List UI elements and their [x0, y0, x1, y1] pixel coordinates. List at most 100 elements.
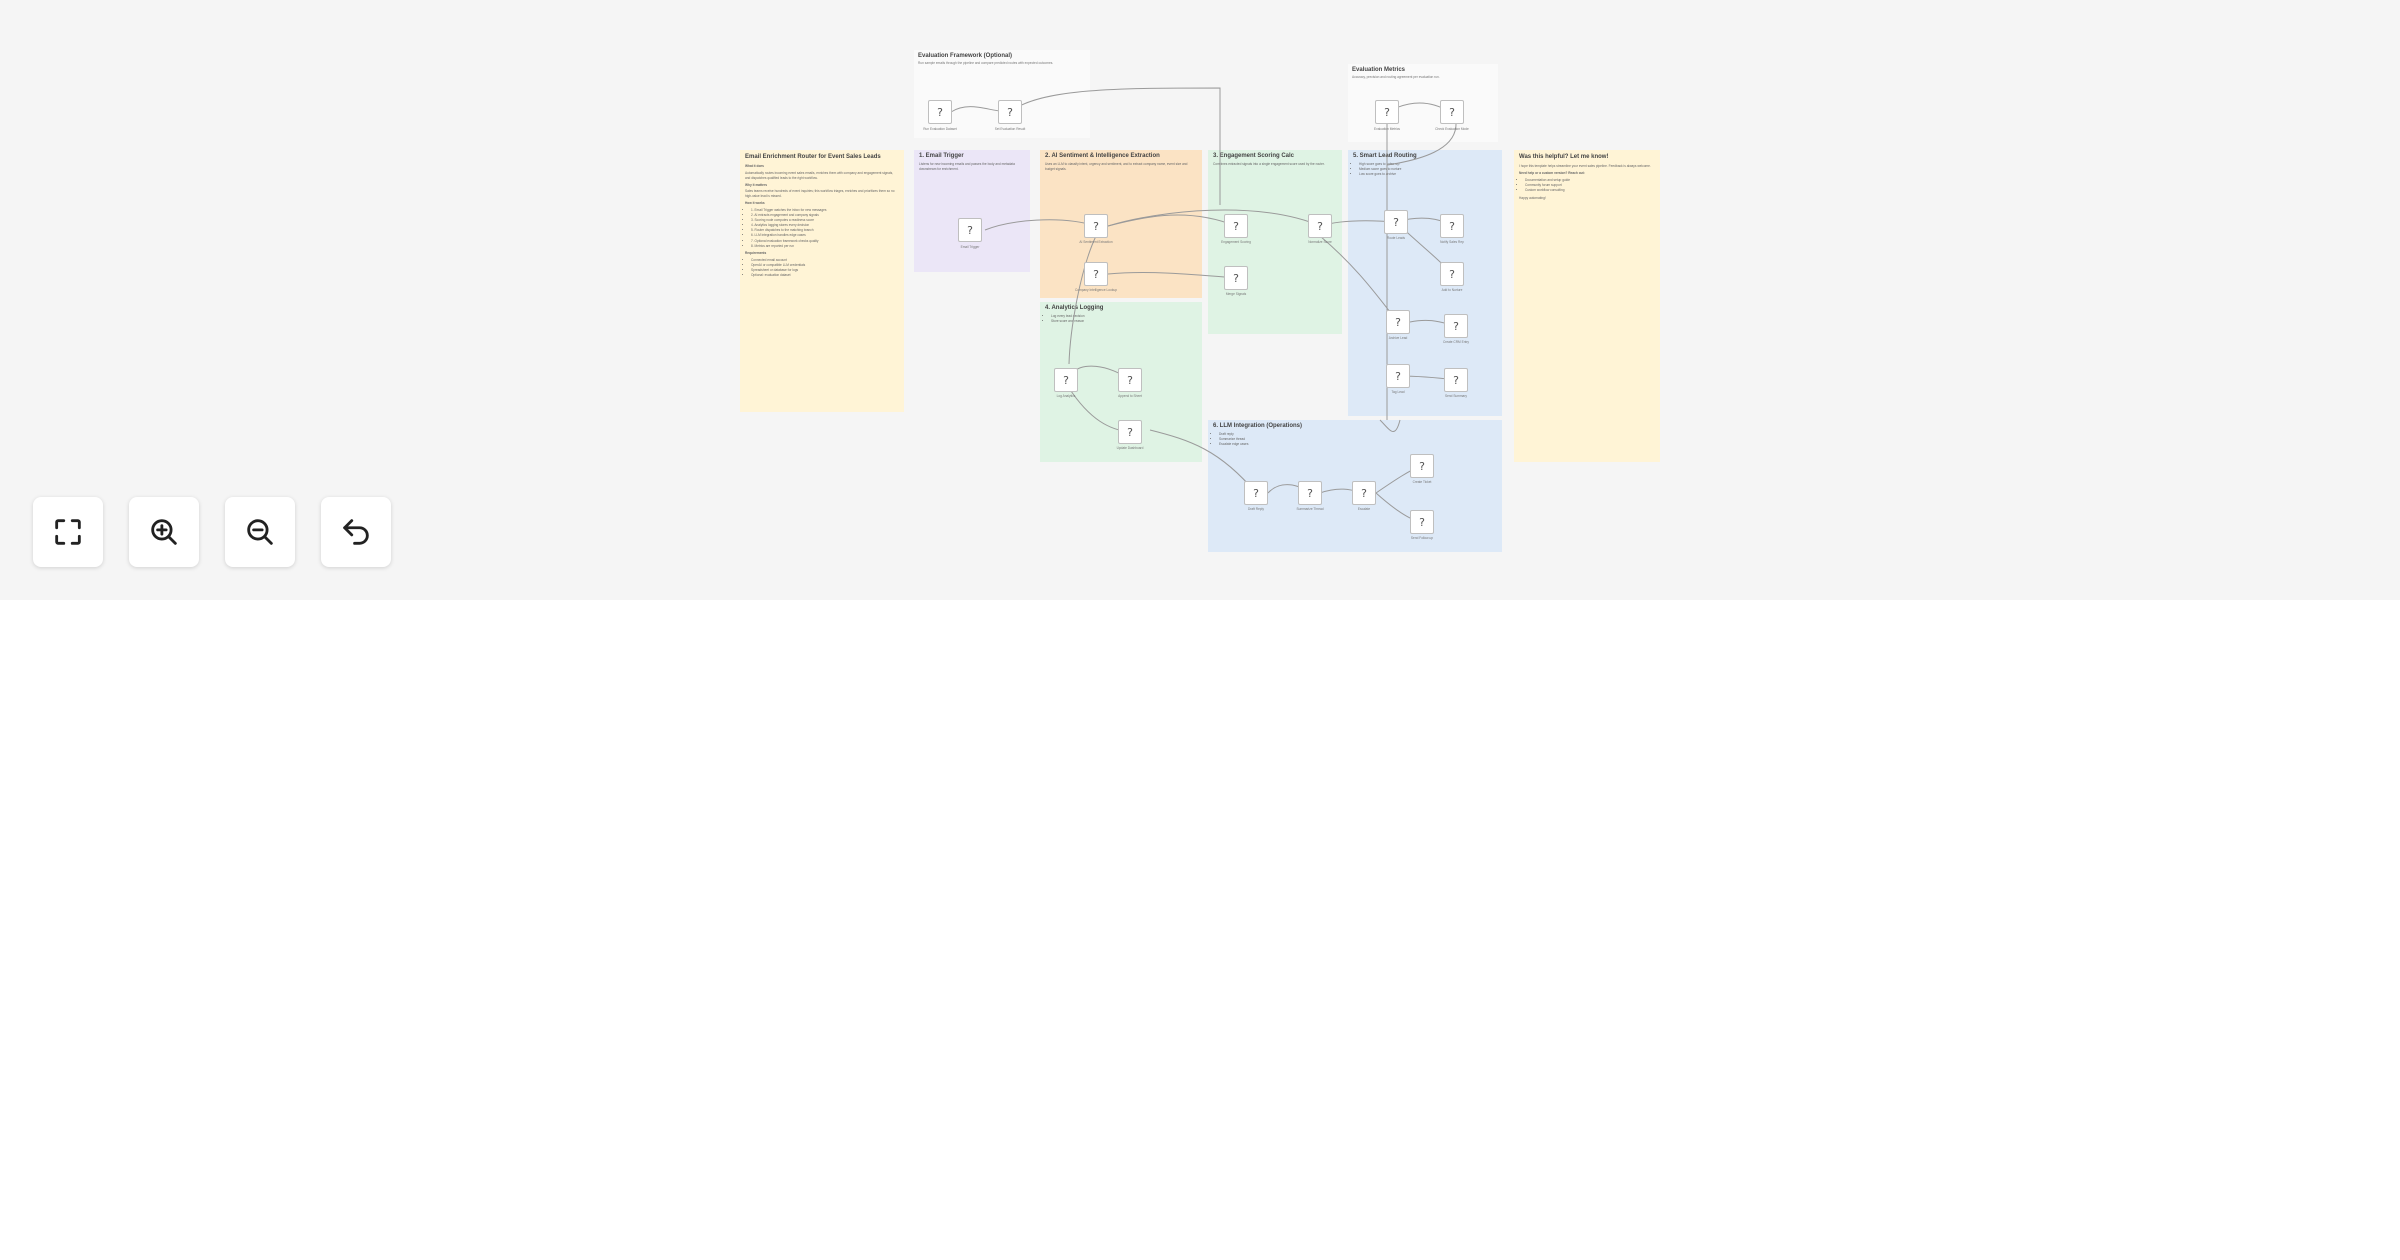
list-item: Connected email account — [751, 258, 899, 263]
node-glyph: ? — [967, 223, 973, 237]
group-ai-extraction[interactable]: 2. AI Sentiment & Intelligence Extractio… — [1040, 150, 1202, 298]
group-smart-routing[interactable]: 5. Smart Lead Routing High score goes to… — [1348, 150, 1502, 416]
fit-view-button[interactable] — [33, 497, 103, 567]
node-label: Email Trigger — [960, 245, 980, 249]
list-item: High score goes to sales rep — [1359, 162, 1497, 167]
node-glyph: ? — [1384, 105, 1390, 119]
list-item: OpenAI or compatible LLM credentials — [751, 263, 899, 268]
list-item: 1. Email Trigger watches the inbox for n… — [751, 208, 899, 213]
workflow-node[interactable]: ? — [1084, 214, 1108, 238]
workflow-node[interactable]: ? — [1308, 214, 1332, 238]
workflow-node[interactable]: ? — [1410, 454, 1434, 478]
sticky-text: Need help or a custom version? Reach out… — [1519, 170, 1585, 175]
workflow-node[interactable]: ? — [1440, 214, 1464, 238]
node-label: Create Ticket — [1412, 480, 1432, 484]
list-item: 7. Optional evaluation framework checks … — [751, 239, 899, 244]
workflow-node[interactable]: ? — [928, 100, 952, 124]
sticky-heading: Requirements — [745, 250, 767, 255]
group-title: 1. Email Trigger — [919, 153, 964, 159]
list-item: Store score and reason — [1051, 319, 1197, 324]
list-item: 4. Analytics logging stores every decisi… — [751, 223, 899, 228]
group-list: High score goes to sales rep Medium scor… — [1353, 162, 1497, 177]
list-item: 2. AI extracts engagement and company si… — [751, 213, 899, 218]
node-glyph: ? — [1233, 271, 1239, 285]
card-text: Accuracy, precision and routing agreemen… — [1352, 75, 1440, 79]
workflow-node[interactable]: ? — [1118, 368, 1142, 392]
node-glyph: ? — [1419, 459, 1425, 473]
sticky-text: Automatically routes incoming event sale… — [745, 170, 894, 180]
list-item: 3. Scoring node computes a readiness sco… — [751, 218, 899, 223]
list-item: Optional: evaluation dataset — [751, 273, 899, 278]
workflow-node[interactable]: ? — [958, 218, 982, 242]
sticky-step-list: 1. Email Trigger watches the inbox for n… — [745, 208, 899, 249]
node-glyph: ? — [1395, 369, 1401, 383]
node-label: Add to Nurture — [1441, 288, 1463, 292]
workflow-node[interactable]: ? — [1118, 420, 1142, 444]
zoom-out-icon — [247, 519, 273, 545]
node-glyph: ? — [1317, 219, 1323, 233]
group-list: Draft reply Summarize thread Escalate ed… — [1213, 432, 1497, 447]
workflow-node[interactable]: ? — [1224, 266, 1248, 290]
group-title: 3. Engagement Scoring Calc — [1213, 153, 1295, 159]
list-item: Medium score goes to nurture — [1359, 167, 1497, 172]
node-label: Check Evaluation Mode — [1435, 127, 1469, 131]
sticky-text: Happy automating! — [1519, 196, 1546, 201]
workflow-canvas[interactable]: Email Enrichment Router for Event Sales … — [0, 0, 2400, 600]
workflow-node[interactable]: ? — [1386, 310, 1410, 334]
card-title: Evaluation Metrics — [1352, 67, 1406, 73]
node-glyph: ? — [1307, 486, 1313, 500]
sticky-text: Sales teams receive hundreds of event in… — [745, 189, 895, 199]
node-glyph: ? — [1453, 319, 1459, 333]
workflow-node[interactable]: ? — [1440, 100, 1464, 124]
zoom-out-button[interactable] — [225, 497, 295, 567]
workflow-node[interactable]: ? — [1410, 510, 1434, 534]
list-item: 6. LLM integration handles edge cases — [751, 233, 899, 238]
node-label: Send Summary — [1445, 394, 1467, 398]
node-label: Archive Lead — [1388, 336, 1408, 340]
node-label: Escalate — [1357, 507, 1371, 511]
node-label: Append to Sheet — [1118, 394, 1142, 398]
workflow-node[interactable]: ? — [1084, 262, 1108, 286]
group-engagement-scoring[interactable]: 3. Engagement Scoring Calc Combines extr… — [1208, 150, 1342, 334]
workflow-node[interactable]: ? — [1384, 210, 1408, 234]
card-text: Run sample emails through the pipeline a… — [918, 61, 1054, 65]
list-item: Escalate edge cases — [1219, 442, 1497, 447]
workflow-node[interactable]: ? — [1375, 100, 1399, 124]
node-glyph: ? — [1063, 373, 1069, 387]
node-label: Evaluation Metrics — [1373, 127, 1401, 131]
sticky-heading: What it does — [745, 164, 764, 169]
workflow-node[interactable]: ? — [1298, 481, 1322, 505]
workflow-node[interactable]: ? — [1386, 364, 1410, 388]
workflow-node[interactable]: ? — [1444, 368, 1468, 392]
node-label: Draft Reply — [1248, 507, 1264, 511]
node-glyph: ? — [1453, 373, 1459, 387]
sticky-title: Was this helpful? Let me know! — [1519, 154, 1609, 160]
workflow-node[interactable]: ? — [1054, 368, 1078, 392]
node-label: Create CRM Entry — [1442, 340, 1470, 344]
list-item: 8. Metrics are reported per run — [751, 244, 899, 249]
node-label: Update Dashboard — [1116, 446, 1144, 450]
node-label: Company Intelligence Lookup — [1075, 288, 1117, 292]
zoom-in-icon — [151, 519, 177, 545]
zoom-in-button[interactable] — [129, 497, 199, 567]
workflow-node[interactable]: ? — [1352, 481, 1376, 505]
sticky-heading: How it works — [745, 200, 765, 205]
sticky-title: Email Enrichment Router for Event Sales … — [745, 154, 881, 160]
card-evaluation-framework[interactable]: Evaluation Framework (Optional) Run samp… — [914, 50, 1090, 138]
workflow-node[interactable]: ? — [1224, 214, 1248, 238]
node-label: Run Evaluation Dataset — [923, 127, 957, 131]
workflow-node[interactable]: ? — [998, 100, 1022, 124]
sticky-note-overview[interactable]: Email Enrichment Router for Event Sales … — [740, 150, 904, 412]
node-glyph: ? — [1127, 373, 1133, 387]
list-item: Low score goes to archive — [1359, 172, 1497, 177]
group-text: Listens for new incoming emails and pass… — [919, 162, 1015, 172]
workflow-node[interactable]: ? — [1440, 262, 1464, 286]
sticky-note-help[interactable]: Was this helpful? Let me know! I hope th… — [1514, 150, 1660, 462]
list-item: Custom workflow consulting — [1525, 188, 1655, 193]
group-list: Log every lead decision Store score and … — [1045, 314, 1197, 324]
node-glyph: ? — [1449, 267, 1455, 281]
workflow-node[interactable]: ? — [1244, 481, 1268, 505]
workflow-node[interactable]: ? — [1444, 314, 1468, 338]
undo-button[interactable] — [321, 497, 391, 567]
group-email-trigger[interactable]: 1. Email Trigger Listens for new incomin… — [914, 150, 1030, 272]
